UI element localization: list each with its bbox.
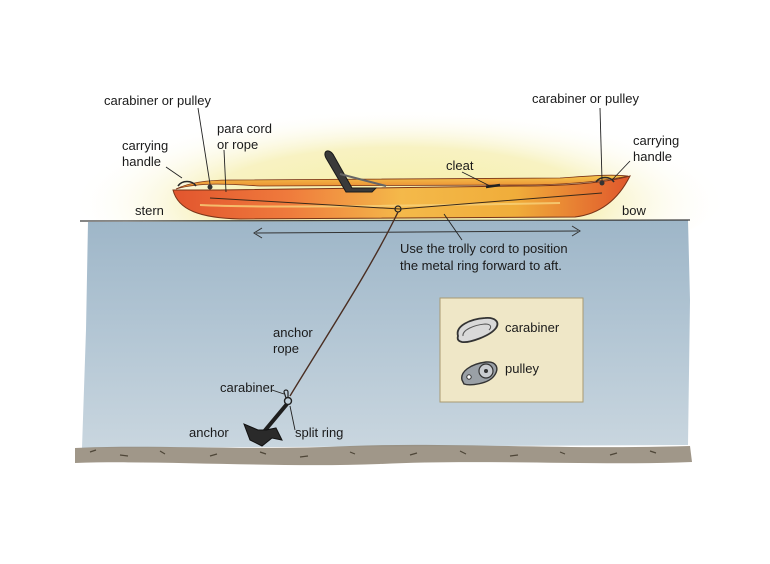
label-cleat: cleat [446, 158, 474, 173]
anchor-carabiner [283, 389, 289, 399]
bow-carrying-handle [595, 176, 615, 183]
trolley-cord [209, 192, 603, 210]
label-bow: bow [622, 203, 646, 218]
legend-panel [439, 297, 584, 403]
anchor-rope [289, 211, 399, 397]
legend-label-pulley: pulley [505, 361, 539, 376]
pulley-icon [461, 361, 498, 386]
fore-aft-arrow [255, 230, 579, 234]
label-trolley-note-line2: the metal ring forward to aft. [400, 258, 562, 273]
leader-handle-stern [165, 166, 183, 179]
label-carrying-handle-bow: carrying handle [633, 133, 680, 164]
label-para-cord: para cord or rope [217, 121, 272, 152]
label-carabiner-or-pulley-bow: carabiner or pulley [532, 91, 639, 106]
label-stern: stern [135, 203, 164, 218]
carabiner-icon [456, 316, 499, 343]
leader-handle-bow [611, 160, 631, 181]
kayak-hull [172, 175, 631, 220]
cleat-fitting [485, 183, 501, 189]
label-anchor: anchor [189, 425, 229, 440]
kayak-seat-frame [339, 173, 387, 187]
seabed-texture [89, 449, 657, 458]
bow-pulley [599, 180, 605, 186]
label-anchor-rope: anchor rope [273, 325, 313, 356]
label-trolley-note-line1: Use the trolly cord to position [400, 241, 568, 256]
leader-cleat [461, 171, 491, 187]
label-carabiner: carabiner [220, 380, 275, 395]
fore-aft-arrow-right-head [571, 225, 581, 237]
leader-carabiner [271, 389, 285, 395]
fore-aft-arrow-left-head [253, 227, 263, 239]
label-carrying-handle-stern: carrying handle [122, 138, 169, 169]
leader-carabiner-bow [599, 107, 603, 181]
leader-split-ring [289, 405, 296, 431]
leader-para-cord [223, 149, 227, 193]
seabed [75, 444, 692, 466]
anchor-icon [243, 389, 293, 447]
anchor-shank [260, 402, 289, 436]
water-surface-line [79, 219, 691, 222]
anchor-flukes [243, 423, 283, 447]
water-area [82, 220, 690, 448]
kayak-stripe [199, 202, 561, 208]
kayak-seat [324, 150, 378, 193]
label-carabiner-or-pulley-stern: carabiner or pulley [104, 93, 211, 108]
leader-carabiner-stern [197, 107, 211, 185]
stern-pulley [207, 184, 213, 190]
stern-carrying-handle [177, 180, 197, 187]
label-split-ring: split ring [295, 425, 344, 440]
legend-label-carabiner: carabiner [505, 320, 560, 335]
kayak-deck [175, 174, 629, 190]
leader-trolley-note [443, 213, 463, 241]
